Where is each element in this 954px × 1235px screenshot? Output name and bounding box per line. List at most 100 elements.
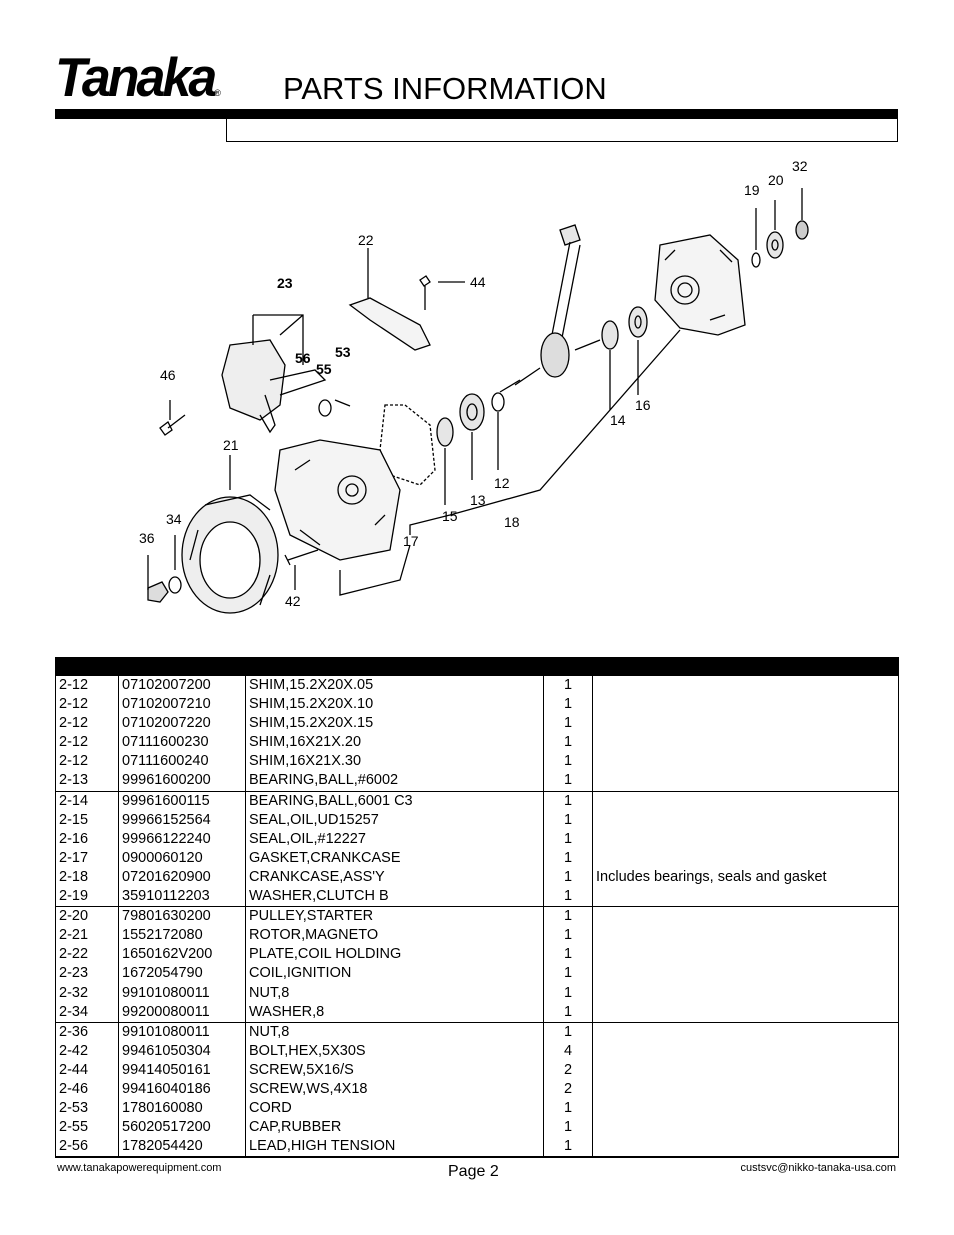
cell-quantity: 1 bbox=[543, 1022, 593, 1042]
cell-ref-number: 2-12 bbox=[55, 676, 119, 696]
cell-quantity: 1 bbox=[543, 752, 593, 772]
cell-quantity: 1 bbox=[543, 926, 593, 946]
cell-note bbox=[592, 906, 899, 927]
cell-quantity: 1 bbox=[543, 791, 593, 811]
cell-note bbox=[592, 926, 899, 946]
cell-note bbox=[592, 945, 899, 965]
cell-part-number: 99966122240 bbox=[118, 829, 246, 849]
footer-website: www.tanakapowerequipment.com bbox=[57, 1162, 222, 1174]
cell-description: SEAL,OIL,#12227 bbox=[245, 829, 544, 849]
callout-32: 32 bbox=[792, 158, 808, 174]
callout-19: 19 bbox=[744, 182, 760, 198]
model-box bbox=[226, 119, 898, 142]
cell-description: SCREW,WS,4X18 bbox=[245, 1079, 544, 1100]
cell-note bbox=[592, 887, 899, 908]
cell-part-number: 07201620900 bbox=[118, 867, 246, 888]
callout-44: 44 bbox=[470, 274, 486, 290]
cell-ref-number: 2-13 bbox=[55, 771, 119, 792]
cell-description: BEARING,BALL,6001 C3 bbox=[245, 791, 544, 811]
cell-part-number: 99101080011 bbox=[118, 1022, 246, 1042]
cell-part-number: 56020517200 bbox=[118, 1118, 246, 1138]
cell-note bbox=[592, 676, 899, 696]
page-title: PARTS INFORMATION bbox=[283, 71, 607, 106]
cell-note bbox=[592, 771, 899, 792]
cell-quantity: 1 bbox=[543, 829, 593, 849]
cell-note: Includes bearings, seals and gasket bbox=[592, 867, 899, 888]
cell-note bbox=[592, 733, 899, 753]
cell-quantity: 2 bbox=[543, 1079, 593, 1100]
callout-21: 21 bbox=[223, 437, 239, 453]
cell-part-number: 07111600240 bbox=[118, 752, 246, 772]
cell-note bbox=[592, 752, 899, 772]
cell-quantity: 1 bbox=[543, 771, 593, 792]
cell-description: BOLT,HEX,5X30S bbox=[245, 1041, 544, 1061]
cell-part-number: 1782054420 bbox=[118, 1137, 246, 1159]
cell-description: NUT,8 bbox=[245, 983, 544, 1003]
cell-note bbox=[592, 1022, 899, 1042]
cell-quantity: 1 bbox=[543, 887, 593, 908]
cell-part-number: 07102007220 bbox=[118, 714, 246, 734]
cell-note bbox=[592, 983, 899, 1003]
cell-quantity: 1 bbox=[543, 714, 593, 734]
cell-description: SHIM,15.2X20X.15 bbox=[245, 714, 544, 734]
cell-description: SEAL,OIL,UD15257 bbox=[245, 810, 544, 830]
callout-22: 22 bbox=[358, 232, 374, 248]
cell-quantity: 1 bbox=[543, 848, 593, 868]
cell-quantity: 1 bbox=[543, 964, 593, 984]
cell-ref-number: 2-22 bbox=[55, 945, 119, 965]
cell-ref-number: 2-32 bbox=[55, 983, 119, 1003]
cell-ref-number: 2-14 bbox=[55, 791, 119, 811]
cell-description: WASHER,CLUTCH B bbox=[245, 887, 544, 908]
callout-15: 15 bbox=[442, 508, 458, 524]
cell-ref-number: 2-36 bbox=[55, 1022, 119, 1042]
callout-23: 23 bbox=[277, 275, 293, 291]
callout-53: 53 bbox=[335, 344, 351, 360]
cell-ref-number: 2-12 bbox=[55, 695, 119, 715]
cell-note bbox=[592, 829, 899, 849]
cell-ref-number: 2-12 bbox=[55, 752, 119, 772]
footer-email: custsvc@nikko-tanaka-usa.com bbox=[740, 1162, 896, 1174]
callout-17: 17 bbox=[403, 533, 419, 549]
cell-note bbox=[592, 1079, 899, 1100]
cell-ref-number: 2-21 bbox=[55, 926, 119, 946]
callout-34: 34 bbox=[166, 511, 182, 527]
cell-part-number: 0900060120 bbox=[118, 848, 246, 868]
cell-part-number: 35910112203 bbox=[118, 887, 246, 908]
cell-part-number: 1672054790 bbox=[118, 964, 246, 984]
callout-13: 13 bbox=[470, 492, 486, 508]
callout-46: 46 bbox=[160, 367, 176, 383]
cell-description: NUT,8 bbox=[245, 1022, 544, 1042]
cell-description: CAP,RUBBER bbox=[245, 1118, 544, 1138]
callout-36: 36 bbox=[139, 530, 155, 546]
cell-ref-number: 2-18 bbox=[55, 867, 119, 888]
cell-quantity: 4 bbox=[543, 1041, 593, 1061]
cell-note bbox=[592, 791, 899, 811]
cell-ref-number: 2-20 bbox=[55, 906, 119, 927]
cell-quantity: 1 bbox=[543, 1099, 593, 1119]
header-bar bbox=[55, 109, 898, 119]
cell-description: PLATE,COIL HOLDING bbox=[245, 945, 544, 965]
cell-quantity: 1 bbox=[543, 1137, 593, 1159]
cell-note bbox=[592, 964, 899, 984]
cell-quantity: 1 bbox=[543, 810, 593, 830]
cell-part-number: 99961600200 bbox=[118, 771, 246, 792]
cell-quantity: 1 bbox=[543, 733, 593, 753]
cell-quantity: 1 bbox=[543, 906, 593, 927]
cell-ref-number: 2-56 bbox=[55, 1137, 119, 1159]
callout-16: 16 bbox=[635, 397, 651, 413]
cell-description: SCREW,5X16/S bbox=[245, 1060, 544, 1080]
callout-55: 55 bbox=[316, 361, 332, 377]
exploded-parts-diagram: 32 19 20 22 44 23 56 53 55 46 21 14 16 1… bbox=[139, 158, 809, 614]
cell-quantity: 1 bbox=[543, 1002, 593, 1023]
